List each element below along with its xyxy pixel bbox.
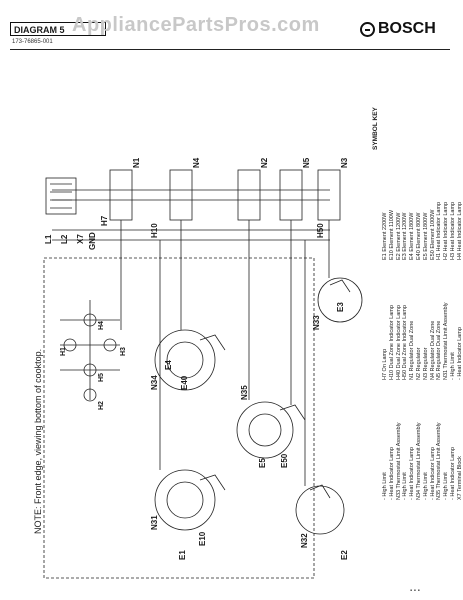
page-footer-marks: ▪ ▪ ▪: [410, 588, 420, 594]
limit-switch-n35: [279, 404, 306, 421]
label-n35: N35: [240, 385, 249, 400]
label-n33: N33: [312, 315, 321, 330]
label-h50: H50: [316, 223, 325, 238]
label-n32: N32: [300, 533, 309, 548]
label-n1: N1: [132, 157, 141, 168]
limit-switch-n33: [329, 279, 351, 293]
lamp-h1-icon: [63, 338, 77, 352]
limit-switch-n31: [199, 474, 226, 491]
lamp-h4-icon: [83, 313, 97, 327]
element-e2-burner: [295, 485, 345, 535]
limit-switch-n34: [199, 334, 226, 351]
watermark: AppliancePartsPros.com: [72, 14, 320, 36]
regulator-n5-box: [279, 169, 303, 221]
lamp-h3-icon: [103, 338, 117, 352]
element-e3-burner: [317, 277, 363, 323]
label-l2: L2: [60, 234, 69, 244]
label-h4: H4: [98, 321, 105, 330]
label-h1: H1: [60, 347, 67, 356]
label-x7: X7: [76, 234, 85, 244]
element-e50-burner: [248, 413, 282, 447]
label-h3: H3: [120, 347, 127, 356]
element-e1-burner: [154, 469, 216, 531]
label-n2: N2: [260, 157, 269, 168]
brand-name: BOSCH: [378, 20, 436, 37]
label-h2: H2: [98, 401, 105, 410]
regulator-n4-box: [169, 169, 193, 221]
element-e4-burner: [154, 329, 216, 391]
element-e5-burner: [236, 401, 294, 459]
label-e4: E4: [164, 360, 173, 370]
regulator-n2-box: [237, 169, 261, 221]
label-n4: N4: [192, 157, 201, 168]
label-e5: E5: [258, 458, 267, 468]
label-n34: N34: [150, 375, 159, 390]
label-l1: L1: [44, 234, 53, 244]
lamp-h2-icon: [83, 388, 97, 402]
label-e50: E50: [280, 453, 289, 468]
terminal-block-x7: [45, 177, 77, 215]
header-divider: [10, 49, 450, 51]
part-number: 173-76865-001: [12, 39, 53, 45]
limit-switch-n32: [309, 484, 331, 499]
regulator-n1-box: [109, 169, 133, 221]
brand-logo: BOSCH: [360, 20, 436, 38]
label-h7: H7: [100, 215, 109, 226]
label-n5: N5: [302, 157, 311, 168]
label-e10: E10: [198, 531, 207, 546]
label-h10: H10: [150, 223, 159, 238]
label-e40: E40: [180, 375, 189, 390]
label-h5: H5: [98, 373, 105, 382]
lamp-h5-icon: [83, 363, 97, 377]
label-e1: E1: [178, 550, 187, 560]
element-e10-burner: [166, 481, 204, 519]
orientation-note: NOTE: Front edge, viewing bottom of cook…: [33, 348, 43, 534]
element-e40-burner: [166, 341, 204, 379]
label-gnd: GND: [88, 232, 97, 250]
diagram-label-box: DIAGRAM 5: [10, 22, 106, 36]
regulator-n3-box: [317, 169, 341, 221]
label-n31: N31: [150, 515, 159, 530]
label-e2: E2: [340, 550, 349, 560]
label-n3: N3: [340, 157, 349, 168]
label-e3: E3: [336, 302, 345, 312]
cooktop-outline: [43, 257, 315, 579]
bosch-armature-icon: [360, 21, 375, 37]
